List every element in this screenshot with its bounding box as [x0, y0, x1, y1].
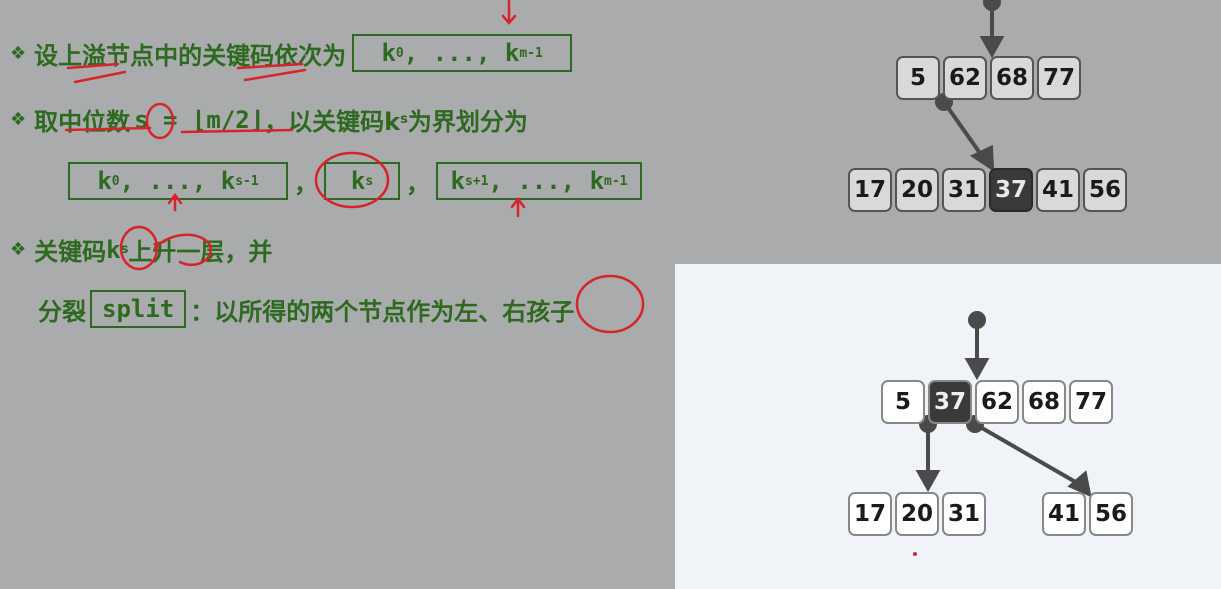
- key: 31: [942, 492, 986, 536]
- key: 17: [848, 168, 892, 212]
- key: 41: [1042, 492, 1086, 536]
- bullet-icon: ❖: [10, 109, 27, 130]
- bullet-icon: ❖: [10, 42, 27, 64]
- line2-sub: s: [400, 112, 408, 127]
- line4-text-b: ：以所得的两个节点作为左、右孩子: [190, 297, 575, 326]
- before-overflow-node: 17 20 31 37 41 56: [848, 168, 1130, 212]
- key: 68: [990, 56, 1034, 100]
- key: 20: [895, 492, 939, 536]
- line3-key: k: [106, 235, 121, 264]
- median-key: 37: [989, 168, 1033, 212]
- key: 31: [942, 168, 986, 212]
- before-parent-node: 5 62 68 77: [896, 56, 1084, 100]
- key: 20: [895, 168, 939, 212]
- promoted-key: 37: [928, 380, 972, 424]
- key: 62: [975, 380, 1019, 424]
- key: 68: [1022, 380, 1066, 424]
- key: 5: [896, 56, 940, 100]
- key: 56: [1083, 168, 1127, 212]
- key: 77: [1037, 56, 1081, 100]
- key: 62: [943, 56, 987, 100]
- line3-sub: s: [120, 242, 129, 257]
- bullet-icon: ❖: [10, 239, 27, 260]
- red-annotations: [64, 0, 645, 334]
- line3-text-a: 关键码: [34, 238, 107, 266]
- key: 77: [1069, 380, 1113, 424]
- line2-text-a: 取中位数: [34, 108, 131, 136]
- split-box: split: [90, 290, 187, 328]
- tree-before-edges: [935, 0, 1005, 172]
- comma-1: ，: [294, 169, 318, 198]
- key: 5: [881, 380, 925, 424]
- line4-text-a: 分裂: [38, 297, 86, 326]
- key: 17: [848, 492, 892, 536]
- after-right-child: 41 56: [1042, 492, 1136, 536]
- text-line-4: 分裂 split ：以所得的两个节点作为左、右孩子: [38, 290, 574, 328]
- key: 56: [1089, 492, 1133, 536]
- key: 41: [1036, 168, 1080, 212]
- after-left-child: 17 20 31: [848, 492, 989, 536]
- comma-2: ，: [406, 169, 430, 198]
- tree-after-edges: [913, 311, 1092, 556]
- median-formula: s = ⌊m/2⌋: [134, 105, 265, 134]
- after-parent-node: 5 37 62 68 77: [881, 380, 1116, 424]
- after-split-panel: 5 37 62 68 77 17 20 31 41 56: [675, 264, 1221, 589]
- line2-text-c: 为界划分为: [407, 108, 528, 136]
